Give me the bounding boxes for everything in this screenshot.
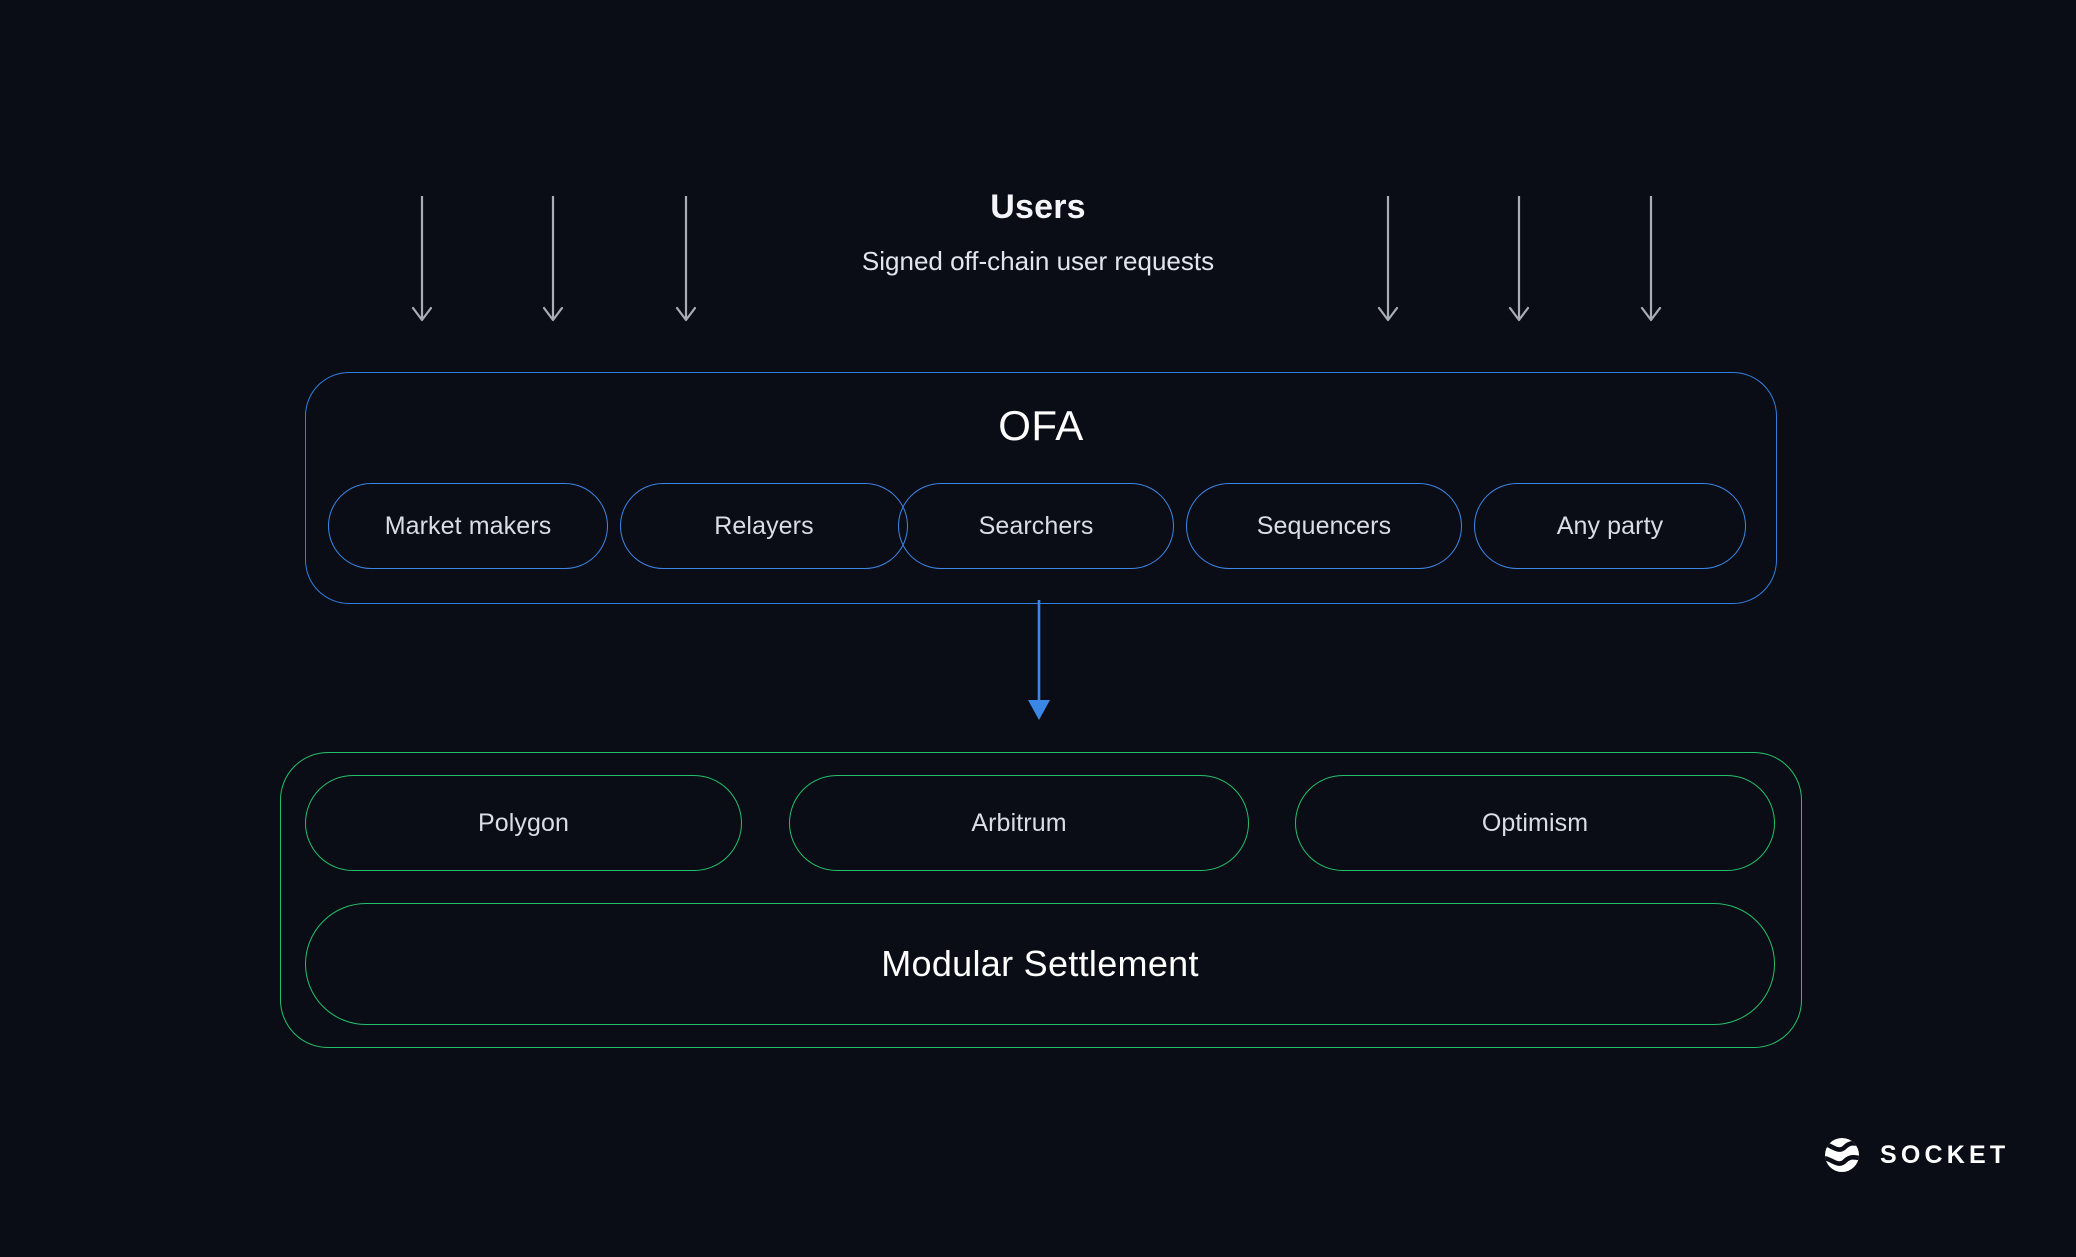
arrow-down-icon (1640, 196, 1662, 322)
arrow-down-icon (542, 196, 564, 322)
pill-label: Market makers (384, 511, 552, 540)
arrow-down-icon (411, 196, 433, 322)
arrow-down-icon (1508, 196, 1530, 322)
pill-label: Searchers (978, 511, 1094, 540)
ofa-participant-relayers[interactable]: Relayers (620, 483, 908, 569)
ofa-participant-searchers[interactable]: Searchers (898, 483, 1174, 569)
arrow-down-icon (675, 196, 697, 322)
users-subtitle: Signed off-chain user requests (861, 246, 1215, 276)
settlement-container (280, 752, 1802, 1048)
socket-wordmark: SOCKET (1880, 1140, 2010, 1169)
pill-label: Relayers (714, 511, 814, 540)
ofa-participant-market-makers[interactable]: Market makers (328, 483, 608, 569)
settlement-chain-optimism[interactable]: Optimism (1295, 775, 1775, 871)
users-heading-group: Users Signed off-chain user requests (0, 190, 2076, 274)
socket-brand-logo: SOCKET (1822, 1135, 2009, 1175)
pill-label: Optimism (1481, 808, 1589, 837)
settlement-chain-polygon[interactable]: Polygon (305, 775, 742, 871)
ofa-title: OFA (998, 402, 1084, 449)
pill-label: Any party (1556, 511, 1664, 540)
settlement-chain-arbitrum[interactable]: Arbitrum (789, 775, 1249, 871)
modular-settlement-label: Modular Settlement (881, 943, 1199, 984)
modular-settlement-box[interactable]: Modular Settlement (305, 903, 1775, 1025)
ofa-participant-any-party[interactable]: Any party (1474, 483, 1746, 569)
pill-label: Sequencers (1256, 511, 1392, 540)
socket-globe-icon (1825, 1138, 1859, 1172)
arrow-down-icon (1028, 600, 1050, 720)
users-title: Users (990, 188, 1086, 226)
pill-label: Polygon (477, 808, 570, 837)
ofa-participant-sequencers[interactable]: Sequencers (1186, 483, 1462, 569)
arrow-down-icon (1377, 196, 1399, 322)
ofa-container (305, 372, 1777, 604)
pill-label: Arbitrum (971, 808, 1067, 837)
